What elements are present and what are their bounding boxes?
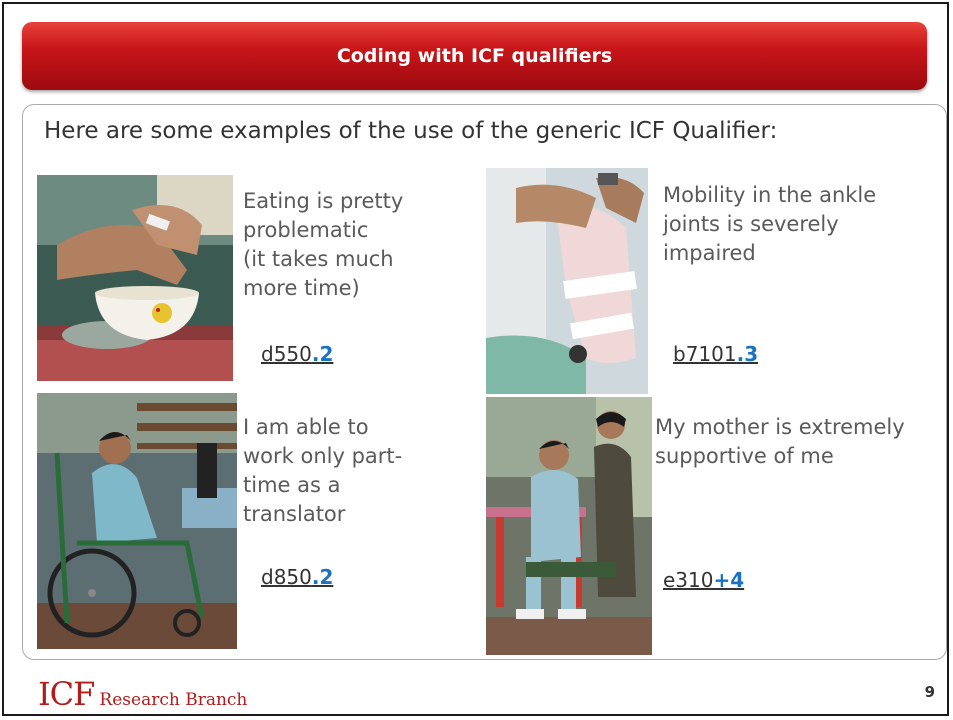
example-2-line-3: impaired [663, 241, 756, 265]
example-2-text: Mobility in the ankle joints is severely… [663, 181, 876, 268]
example-1-line-2: problematic [243, 218, 369, 242]
example-3-line-1: I am able to [243, 415, 369, 439]
logo-sub-text: Research Branch [99, 690, 248, 710]
logo-main-text: ICF [38, 675, 95, 713]
example-1-line-3: (it takes much [243, 247, 394, 271]
example-1-code-base: d550 [261, 342, 312, 366]
example-1-line-1: Eating is pretty [243, 189, 404, 213]
example-4-code[interactable]: e310+4 [663, 568, 744, 592]
example-3-text: I am able to work only part- time as a t… [243, 413, 402, 529]
example-3-code[interactable]: d850.2 [261, 565, 333, 589]
icf-research-branch-logo: ICF Research Branch [38, 675, 247, 713]
example-1-code[interactable]: d550.2 [261, 342, 333, 366]
example-3-qualifier: .2 [311, 565, 334, 589]
example-1-line-4: more time) [243, 276, 360, 300]
example-2-code-base: b7101 [673, 342, 737, 366]
example-4-text: My mother is extremely supportive of me [655, 413, 905, 471]
example-4-qualifier: +4 [713, 568, 745, 592]
example-2-code[interactable]: b7101.3 [673, 342, 758, 366]
wheelchair-photo-image [37, 393, 237, 649]
photo-eating [37, 175, 233, 381]
example-1-qualifier: .2 [311, 342, 334, 366]
example-3-line-3: time as a [243, 473, 341, 497]
example-2-line-2: joints is severely [663, 212, 839, 236]
photo-mother [486, 397, 652, 655]
intro-text: Here are some examples of the use of the… [44, 118, 778, 144]
example-2-line-1: Mobility in the ankle [663, 183, 877, 207]
example-3-line-2: work only part- [243, 444, 403, 468]
photo-ankle [486, 168, 648, 394]
photo-wheelchair [37, 393, 237, 649]
example-1-text: Eating is pretty problematic (it takes m… [243, 187, 403, 303]
example-4-line-1: My mother is extremely [655, 415, 905, 439]
page-number: 9 [924, 683, 935, 701]
example-3-code-base: d850 [261, 565, 312, 589]
example-4-code-base: e310 [663, 568, 714, 592]
ankle-photo-image [486, 168, 648, 394]
slide-title: Coding with ICF qualifiers [336, 45, 613, 67]
eating-photo-image [37, 175, 233, 381]
example-4-line-2: supportive of me [655, 444, 834, 468]
slide-title-bar: Coding with ICF qualifiers [22, 22, 927, 90]
mother-photo-image [486, 397, 652, 655]
example-2-qualifier: .3 [736, 342, 759, 366]
example-3-line-4: translator [243, 502, 346, 526]
